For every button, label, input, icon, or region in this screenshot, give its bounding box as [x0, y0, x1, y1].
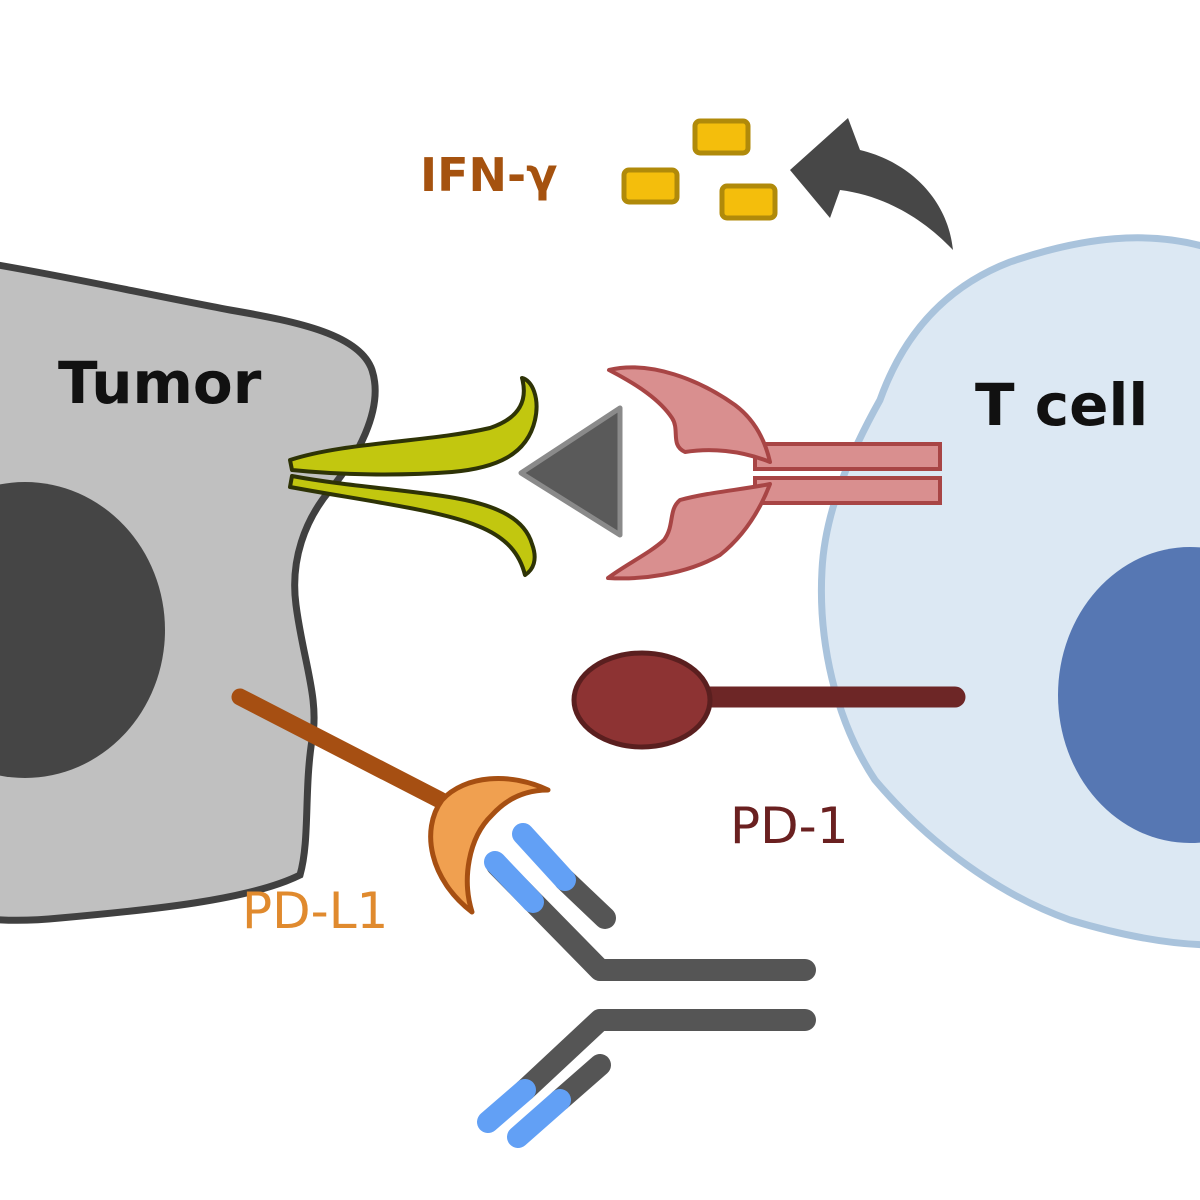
- mhc-lower-arm: [288, 474, 537, 577]
- ifn-gamma-block: [692, 118, 751, 156]
- t-cell-label: T cell: [975, 371, 1148, 439]
- antibody-lower-heavy-variable: [477, 1079, 536, 1133]
- tumor-cell: [0, 261, 379, 924]
- antibody-upper-heavy-chain: [486, 854, 816, 981]
- tcr-upper-stem: [753, 442, 942, 471]
- antibody-lower-heavy-chain: [514, 1009, 816, 1101]
- pdl1-label: PD-L1: [242, 882, 388, 940]
- mhc-molecule: [288, 376, 539, 577]
- anti-pdl1-antibody: [477, 823, 816, 1148]
- antibody-upper-light-chain-variable: [512, 823, 576, 891]
- pdl1-stem: [231, 688, 449, 809]
- antibody-upper-heavy-variable: [484, 851, 544, 913]
- tumor-nucleus: [0, 482, 165, 778]
- pd1-head: [571, 650, 713, 750]
- t-cell-receptor: [606, 365, 942, 581]
- antigen-triangle: [518, 405, 623, 538]
- mhc-upper-arm: [288, 376, 539, 477]
- t-cell-nucleus: [1058, 547, 1200, 843]
- t-cell: [817, 234, 1200, 949]
- pdl1-head: [428, 776, 551, 915]
- tcr-lower-head: [606, 482, 772, 581]
- pd1-receptor: [571, 650, 966, 750]
- ifn-gamma-block: [621, 167, 680, 205]
- antibody-lower-light-chain-variable: [507, 1089, 571, 1148]
- tcr-lower-stem: [753, 476, 942, 505]
- tumor-label: Tumor: [58, 349, 262, 417]
- tcr-upper-head: [607, 365, 772, 464]
- pdl1-ligand: [231, 688, 551, 915]
- ifn-gamma-molecules: [621, 118, 778, 221]
- secretion-arrow: [790, 118, 953, 250]
- ifn-gamma-block: [719, 183, 778, 221]
- pd1-label: PD-1: [730, 797, 849, 855]
- ifn-gamma-label: IFN-γ: [420, 148, 557, 202]
